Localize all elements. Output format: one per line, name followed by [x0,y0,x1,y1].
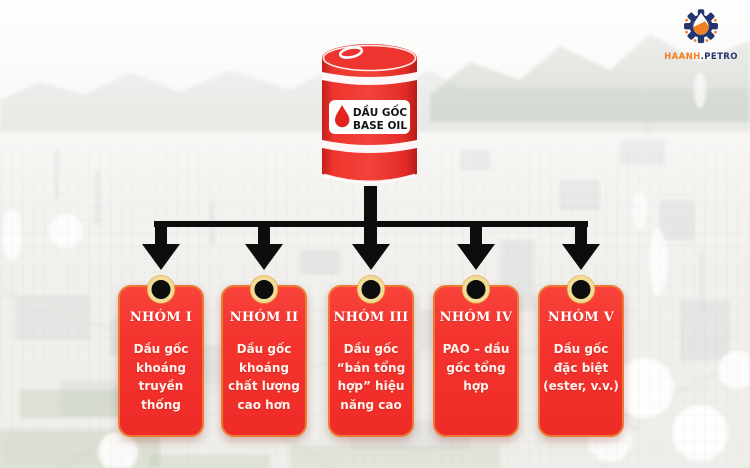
connector-stem-5 [575,221,587,246]
arrow-down-icon-5 [562,244,600,270]
brand-logo: HAANH.PETRO [658,6,744,62]
group-description: Dầu gốc đặc biệt (ester, v.v.) [543,342,619,394]
tag-pin-icon [462,276,490,303]
group-title: NHÓM I [129,310,193,325]
arrow-down-icon-4 [457,244,495,270]
connector-horizontal-line [154,221,588,227]
group-card-3: NHÓM III Dầu gốc “bán tổng hợp” hiệu năn… [328,276,414,437]
group-description: Dầu gốc “bán tổng hợp” hiệu năng cao [336,342,406,412]
group-description: Dầu gốc khoáng truyền thống [133,342,189,412]
brand-name-part2: .PETRO [700,52,738,62]
arrow-down-icon-3 [352,244,390,270]
barrel-label-line2: BASE OIL [353,120,407,132]
group-card-4: NHÓM IV PAO – dầu gốc tổng hợp [433,276,519,437]
base-oil-barrel: DẦU GỐC BASE OIL [322,42,417,194]
connector-stem-2 [258,221,270,246]
group-card-5: NHÓM V Dầu gốc đặc biệt (ester, v.v.) [538,276,624,437]
group-card-1: NHÓM I Dầu gốc khoáng truyền thống [118,276,204,437]
tag-pin-icon [567,276,595,303]
connector-stem-4 [470,221,482,246]
arrow-down-icon-1 [142,244,180,270]
group-title: NHÓM II [229,310,299,325]
barrel-label: DẦU GỐC BASE OIL [329,100,410,134]
barrel-label-line1: DẦU GỐC [353,104,408,119]
group-description: Dầu gốc khoáng chất lượng cao hơn [228,342,300,412]
connector-trunk-line [364,186,377,246]
connector-stem-1 [155,221,167,246]
tag-pin-icon [147,276,175,303]
arrow-down-icon-2 [245,244,283,270]
group-card-2: NHÓM II Dầu gốc khoáng chất lượng cao hơ… [221,276,307,437]
tag-pin-icon [250,276,278,303]
group-title: NHÓM IV [439,310,513,325]
brand-name-part1: HAANH [664,52,701,62]
group-description: PAO – dầu gốc tổng hợp [442,342,510,394]
group-title: NHÓM V [547,310,615,325]
brand-name: HAANH.PETRO [658,52,744,62]
group-title: NHÓM III [333,310,409,325]
tag-pin-icon [357,276,385,303]
gear-oil-droplet-icon [684,9,718,44]
